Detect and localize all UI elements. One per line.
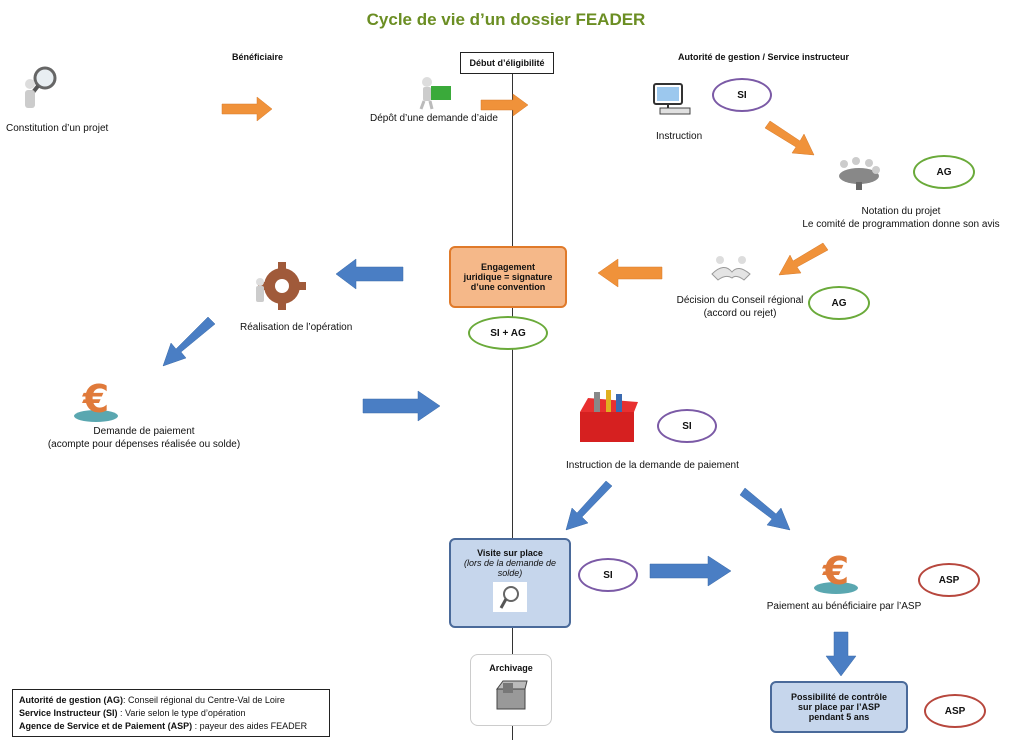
tag-asp-controle: ASP — [924, 694, 986, 728]
controle-line-3: pendant 5 ans — [808, 712, 870, 722]
tag-ag-notation: AG — [913, 155, 975, 189]
engagement-line-3: d’une convention — [470, 282, 546, 292]
engagement-line-2: juridique = signature — [463, 272, 553, 282]
label-decision-2: (accord ou rejet) — [703, 308, 777, 319]
header-autorite: Autorité de gestion / Service instructeu… — [678, 52, 850, 62]
diagram-title: Cycle de vie d’un dossier FEADER — [366, 10, 646, 29]
handshake-icon — [711, 256, 751, 281]
engagement-box: Engagement juridique = signature d’une c… — [449, 246, 567, 308]
tag-ag-decision: AG — [808, 286, 870, 320]
controle-line-1: Possibilité de contrôle — [790, 692, 888, 702]
label-instruction: Instruction — [656, 131, 703, 142]
legend-si: Service Instructeur (SI) : Varie selon l… — [19, 705, 323, 721]
label-notation-1: Notation du projet — [861, 206, 941, 217]
controle-box: Possibilité de contrôle sur place par l’… — [770, 681, 908, 733]
tag-si-paiement: SI — [657, 409, 717, 443]
arrow-demande-timeline — [362, 390, 441, 422]
arrow-paiement-controle — [825, 631, 857, 677]
label-depot: Dépôt d’une demande d’aide — [370, 113, 498, 124]
archive-box-icon — [496, 680, 528, 710]
svg-text:€: € — [82, 377, 109, 421]
toolbox-icon — [580, 390, 638, 442]
timeline-line — [512, 74, 513, 740]
arrow-instr-paiement — [739, 487, 791, 531]
archivage-box: Archivage — [470, 654, 552, 726]
arrow-notation-decision — [778, 242, 829, 276]
label-realisation: Réalisation de l’opération — [240, 322, 353, 333]
tag-si-visite: SI — [578, 558, 638, 592]
label-demande-1: Demande de paiement — [93, 426, 195, 437]
arrow-instr-visite — [565, 480, 613, 531]
arrow-visite-paiement — [649, 555, 732, 587]
visite-line-1: Visite sur place — [477, 548, 543, 558]
legend-asp-term: Agence de Service et de Paiement (ASP) — [19, 721, 193, 731]
arrow-decision-engagement — [597, 258, 663, 288]
label-instr-paiement: Instruction de la demande de paiement — [566, 460, 739, 471]
controle-line-2: sur place par l’ASP — [797, 702, 881, 712]
arrow-constitution-depot — [221, 96, 273, 122]
header-beneficiaire: Bénéficiaire — [232, 52, 284, 62]
legend-ag: Autorité de gestion (AG): Conseil région… — [19, 692, 323, 708]
arrow-instruction-notation — [764, 120, 815, 156]
visite-box: Visite sur place (lors de la demande de … — [449, 538, 571, 628]
engagement-line-1: Engagement — [480, 262, 535, 272]
euro-coin-icon: € — [74, 377, 118, 422]
legend-si-term: Service Instructeur (SI) — [19, 708, 118, 718]
magnifier-small-icon — [493, 582, 527, 612]
legend-ag-def: : Conseil régional du Centre-Val de Loir… — [123, 695, 285, 705]
legend-asp-def: : payeur des aides FEADER — [192, 721, 308, 731]
tag-asp-paiement: ASP — [918, 563, 980, 597]
visite-line-2: (lors de la demande de — [463, 558, 557, 568]
arrow-depot-timeline — [480, 93, 529, 117]
label-notation-2: Le comité de programmation donne son avi… — [802, 219, 1000, 230]
label-decision-1: Décision du Conseil régional — [676, 295, 804, 306]
tag-si-instruction: SI — [712, 78, 772, 112]
arrow-realisation-demande — [162, 316, 216, 367]
euro-coin-icon: € — [814, 549, 858, 594]
label-constitution: Constitution d’un projet — [6, 123, 109, 134]
svg-text:€: € — [822, 549, 849, 593]
legend-si-def: : Varie selon le type d’opération — [117, 708, 246, 718]
legend-asp: Agence de Service et de Paiement (ASP) :… — [19, 718, 323, 734]
meeting-table-icon — [839, 157, 880, 190]
archivage-label: Archivage — [489, 663, 533, 673]
person-green-box-icon — [419, 77, 451, 110]
legend-box: Autorité de gestion (AG): Conseil région… — [12, 689, 330, 737]
label-paiement: Paiement au bénéficiaire par l’ASP — [766, 601, 922, 612]
visite-line-3: solde) — [497, 568, 523, 578]
label-demande-2: (acompte pour dépenses réalisée ou solde… — [47, 439, 241, 450]
computer-icon — [653, 83, 691, 115]
arrow-engagement-realisation — [335, 258, 404, 290]
debut-eligibilite-box: Début d’éligibilité — [460, 52, 554, 74]
legend-ag-term: Autorité de gestion (AG) — [19, 695, 123, 705]
magnifier-person-icon — [25, 66, 57, 108]
gear-person-icon — [256, 262, 306, 310]
tag-si-ag: SI + AG — [468, 316, 548, 350]
